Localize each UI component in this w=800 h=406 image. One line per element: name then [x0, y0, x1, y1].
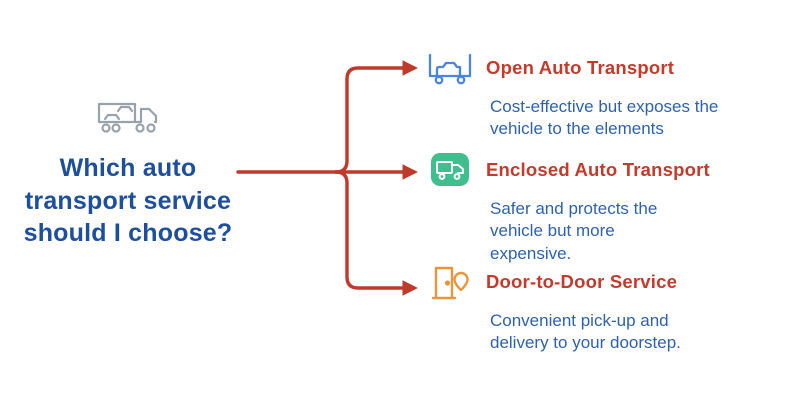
option-header: Door-to-Door Service	[428, 262, 730, 302]
option-door-to-door-service: Door-to-Door Service Convenient pick-up …	[428, 262, 730, 355]
question-text: Which auto transport service should I ch…	[23, 154, 233, 247]
option-description: Cost-effective but exposes the vehicle t…	[490, 97, 719, 139]
option-description: Safer and protects the vehicle but more …	[490, 199, 658, 263]
option-title: Enclosed Auto Transport	[486, 159, 710, 180]
car-carrier-icon	[20, 94, 236, 138]
question-block: Which auto transport service should I ch…	[20, 94, 236, 250]
door-to-door-pin-icon	[428, 262, 472, 302]
option-title: Door-to-Door Service	[486, 271, 678, 292]
enclosed-transport-truck-icon	[428, 151, 472, 189]
option-header: Enclosed Auto Transport	[428, 150, 710, 190]
option-title: Open Auto Transport	[486, 57, 675, 78]
option-description: Convenient pick-up and delivery to your …	[490, 311, 681, 353]
option-open-auto-transport: Open Auto Transport Cost-effective but e…	[428, 48, 730, 141]
open-transport-truck-icon	[428, 50, 472, 86]
option-header: Open Auto Transport	[428, 48, 730, 88]
option-enclosed-auto-transport: Enclosed Auto Transport Safer and protec…	[428, 150, 710, 265]
